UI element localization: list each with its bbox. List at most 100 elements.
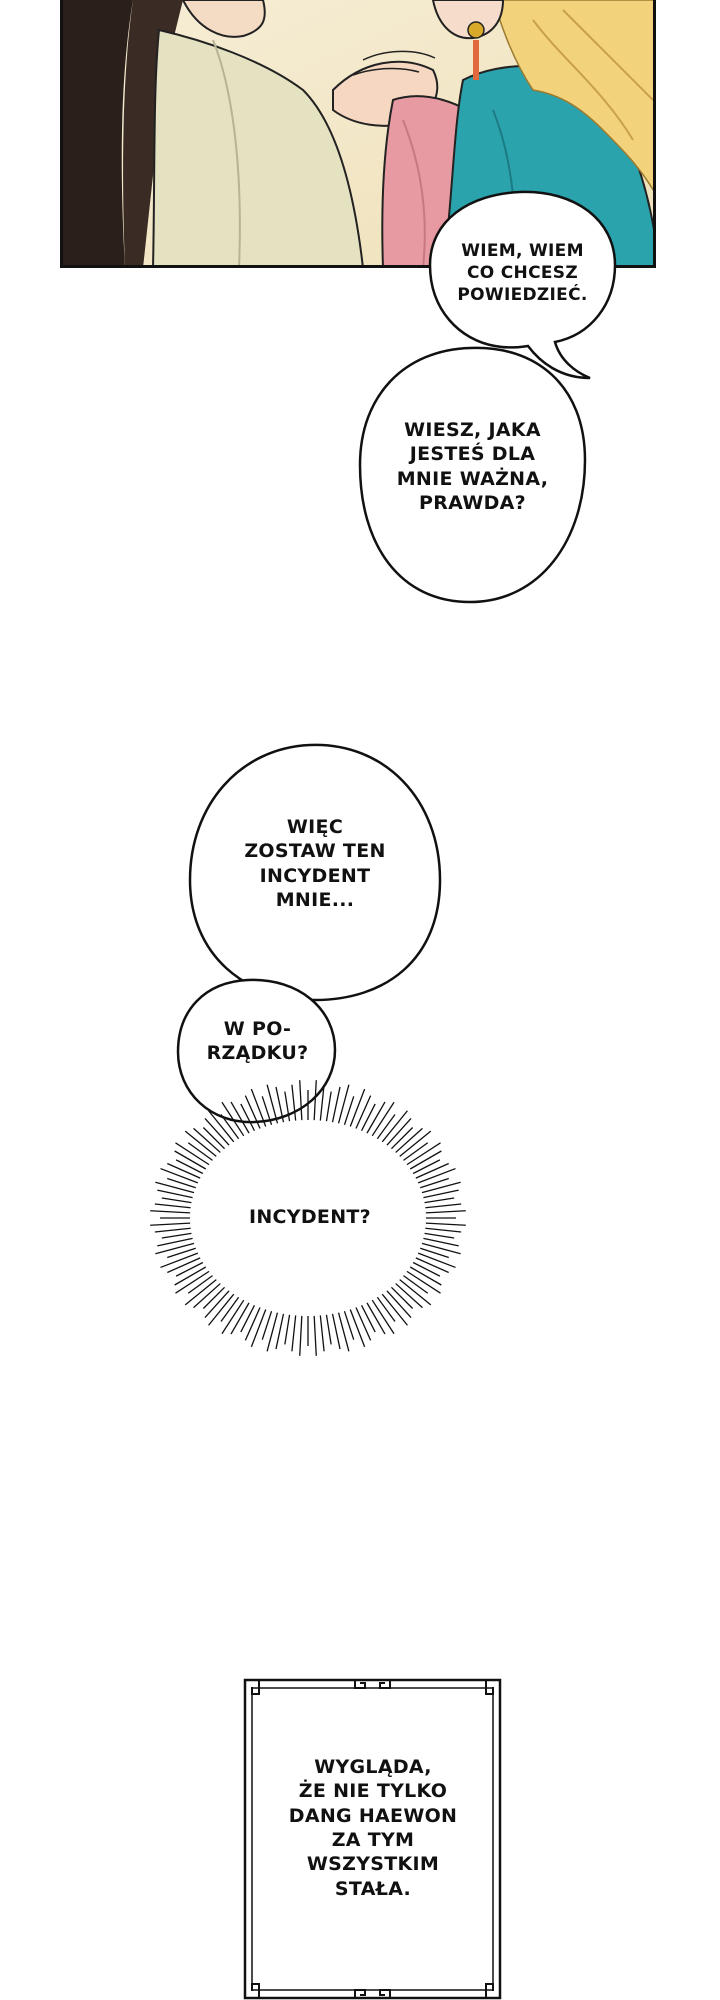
burst-bubble-5-text: INCYDENT? [248, 1206, 371, 1228]
burst-line [154, 1203, 191, 1209]
burst-line [331, 1086, 341, 1123]
burst-line [403, 1142, 429, 1161]
burst-line [221, 1101, 245, 1137]
burst-line [167, 1177, 196, 1189]
burst-line [284, 1091, 291, 1122]
burst-line [406, 1142, 441, 1166]
burst-line [187, 1275, 213, 1294]
burst-line [319, 1084, 325, 1121]
burst-line [161, 1197, 192, 1204]
burst-line [204, 1117, 230, 1146]
burst-line [184, 1279, 217, 1306]
burst-line [240, 1103, 256, 1131]
burst-line [406, 1270, 441, 1294]
burst-line [175, 1261, 204, 1277]
burst-line [266, 1312, 279, 1352]
burst-line [331, 1313, 341, 1350]
burst-line [250, 1309, 267, 1348]
burst-line [160, 1167, 199, 1184]
burst-line [284, 1314, 291, 1345]
burst-line [349, 1309, 366, 1348]
burst-line [150, 1222, 191, 1226]
burst-line [421, 1242, 461, 1255]
burst-line [175, 1142, 210, 1166]
burst-line [193, 1127, 221, 1153]
burst-line [208, 1110, 235, 1143]
burst-line [376, 1114, 396, 1140]
burst-line [154, 1227, 191, 1233]
burst-line [299, 1080, 303, 1121]
burst-line [355, 1307, 372, 1341]
burst-line [161, 1232, 192, 1239]
burst-line [420, 1247, 449, 1259]
burst-line [202, 1286, 226, 1309]
speech-bubble-3-text: WIĘC ZOSTAW TEN INCYDENT MNIE... [244, 816, 386, 911]
burst-line [244, 1095, 261, 1129]
burst-line [425, 1222, 466, 1226]
burst-line [208, 1293, 235, 1326]
burst-line [175, 1159, 204, 1175]
burst-line [360, 1103, 376, 1131]
burst-line [425, 1203, 462, 1209]
burst-line [417, 1167, 456, 1184]
burst-line [395, 1283, 423, 1309]
caption-text: WYGLĄDA, ŻE NIE TYLKO DANG HAEWON ZA TYM… [288, 1756, 458, 1900]
burst-line [220, 1296, 240, 1322]
burst-line [167, 1257, 201, 1274]
burst-line [202, 1127, 226, 1150]
burst-line [204, 1290, 230, 1319]
burst-line [423, 1237, 459, 1247]
burst-line [381, 1110, 408, 1143]
burst-line [157, 1237, 193, 1247]
burst-line [390, 1286, 414, 1309]
burst-line [366, 1302, 386, 1335]
burst-line [355, 1095, 372, 1129]
burst-line [376, 1296, 396, 1322]
burst-line [266, 1084, 279, 1124]
burst-line [409, 1266, 442, 1286]
burst-line [421, 1181, 461, 1194]
burst-line [371, 1101, 395, 1137]
burst-line [221, 1299, 245, 1335]
speech-bubble-1-text: WIEM, WIEM CO CHCESZ POWIEDZIEĆ. [457, 241, 588, 305]
burst-line [337, 1312, 350, 1352]
burst-line [386, 1290, 412, 1319]
burst-line [420, 1177, 449, 1189]
burst-line [337, 1084, 350, 1124]
burst-line [230, 1302, 250, 1335]
burst-line [240, 1305, 256, 1333]
burst-line [150, 1210, 191, 1214]
burst-line [371, 1299, 395, 1335]
burst-line [319, 1315, 325, 1352]
burst-line [425, 1227, 462, 1233]
burst-line [395, 1127, 423, 1153]
burst-line [167, 1247, 196, 1259]
burst-line [325, 1314, 332, 1345]
burst-line [275, 1086, 285, 1123]
burst-line [261, 1311, 273, 1340]
burst-line [417, 1252, 456, 1269]
burst-line [325, 1091, 332, 1122]
burst-line [261, 1096, 273, 1125]
burst-line [415, 1162, 449, 1179]
burst-line [167, 1162, 201, 1179]
burst-line [244, 1307, 261, 1341]
comic-panel-illustration [60, 0, 656, 268]
burst-line [412, 1159, 441, 1175]
speech-bubble-4-text: W PO- RZĄDKU? [206, 1018, 309, 1065]
burst-line [390, 1127, 414, 1150]
burst-line [250, 1088, 267, 1127]
burst-line [184, 1130, 217, 1157]
speech-bubble-2-text: WIESZ, JAKA JESTEŚ DLA MNIE WAŻNA, PRAWD… [396, 419, 549, 514]
burst-line [424, 1232, 455, 1239]
burst-line [313, 1080, 317, 1121]
burst-line [424, 1197, 455, 1204]
burst-line [381, 1293, 408, 1326]
burst-line [187, 1142, 213, 1161]
burst-line [160, 1252, 199, 1269]
burst-line [155, 1181, 195, 1194]
burst-line [275, 1313, 285, 1350]
burst-line [174, 1266, 207, 1286]
burst-line [399, 1130, 432, 1157]
